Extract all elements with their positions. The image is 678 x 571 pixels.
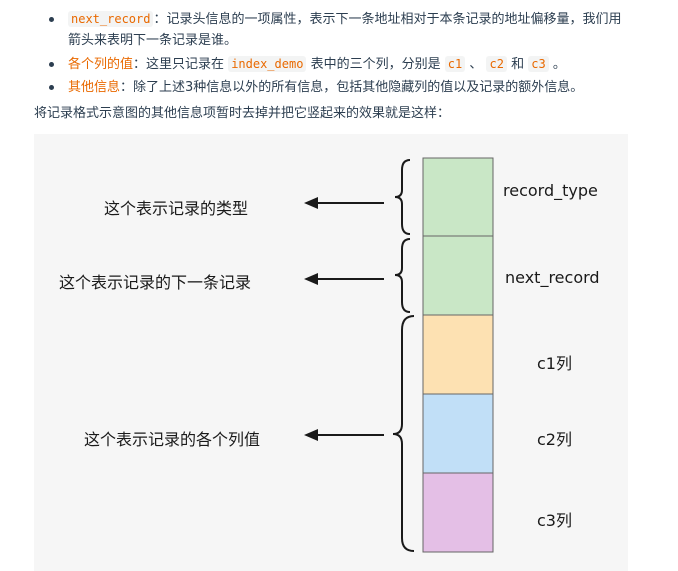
field-box-c2 xyxy=(422,393,494,474)
arrow-head-icon xyxy=(304,197,318,209)
item-text: 。 xyxy=(552,57,566,72)
bullet-dot xyxy=(49,85,54,90)
item-text: 和 xyxy=(511,57,525,72)
term-other-info: 其他信息 xyxy=(68,80,121,95)
arrow-head-icon xyxy=(304,273,318,285)
term-column-values: 各个列的值 xyxy=(68,57,134,72)
diagram-graphics xyxy=(304,157,494,553)
item-text: 表中的三个列，分别是 xyxy=(310,57,441,72)
brace-next-record xyxy=(394,238,411,313)
arrow-head-icon xyxy=(304,429,318,441)
list-item-next-record: next_record：记录头信息的一项属性，表示下一条地址相对于本条记录的地址… xyxy=(68,9,668,51)
field-label-c3: c3列 xyxy=(537,511,572,530)
record-format-diagram: 这个表示记录的类型 这个表示记录的下一条记录 这个表示记录的各个列值 recor… xyxy=(34,134,628,571)
term-next-record: next_record xyxy=(68,11,154,27)
field-box-c3 xyxy=(422,472,494,553)
field-box-next-record xyxy=(422,235,494,316)
item-text-continued: 箭头来表明下一条记录是谁。 xyxy=(68,33,238,48)
brace-record-type xyxy=(394,159,411,235)
field-label-c1: c1列 xyxy=(537,354,572,373)
code-c1: c1 xyxy=(444,56,466,72)
bullet-dot xyxy=(49,62,54,67)
annotation-column-values: 这个表示记录的各个列值 xyxy=(84,430,261,449)
field-label-next-record: next_record xyxy=(505,268,600,287)
separator: ： xyxy=(153,12,167,27)
item-text: 记录头信息的一项属性，表示下一条地址相对于本条记录的地址偏移量，我们用 xyxy=(166,12,622,27)
code-index-demo: index_demo xyxy=(228,56,307,72)
code-c3: c3 xyxy=(528,56,549,72)
item-text: 这里只记录在 xyxy=(146,57,225,72)
field-box-record-type xyxy=(422,157,494,237)
list-item-column-values: 各个列的值：这里只记录在 index_demo 表中的三个列，分别是 c1 、 … xyxy=(68,54,668,75)
bullet-dot xyxy=(49,17,54,22)
separator: ： xyxy=(120,80,134,95)
intro-paragraph: 将记录格式示意图的其他信息项暂时去掉并把它竖起来的效果就是这样： xyxy=(34,106,451,121)
field-box-c1 xyxy=(422,314,494,395)
separator: ： xyxy=(133,57,147,72)
field-label-c2: c2列 xyxy=(537,430,572,449)
annotation-record-type: 这个表示记录的类型 xyxy=(104,199,249,218)
annotation-next-record: 这个表示记录的下一条记录 xyxy=(59,273,252,292)
field-label-record-type: record_type xyxy=(503,181,598,200)
separator: 、 xyxy=(469,57,483,72)
code-c2: c2 xyxy=(486,56,507,72)
item-text: 除了上述3种信息以外的所有信息，包括其他隐藏列的值以及记录的额外信息。 xyxy=(133,80,584,95)
brace-column-values xyxy=(392,315,415,552)
list-item-other-info: 其他信息：除了上述3种信息以外的所有信息，包括其他隐藏列的值以及记录的额外信息。 xyxy=(68,77,668,98)
